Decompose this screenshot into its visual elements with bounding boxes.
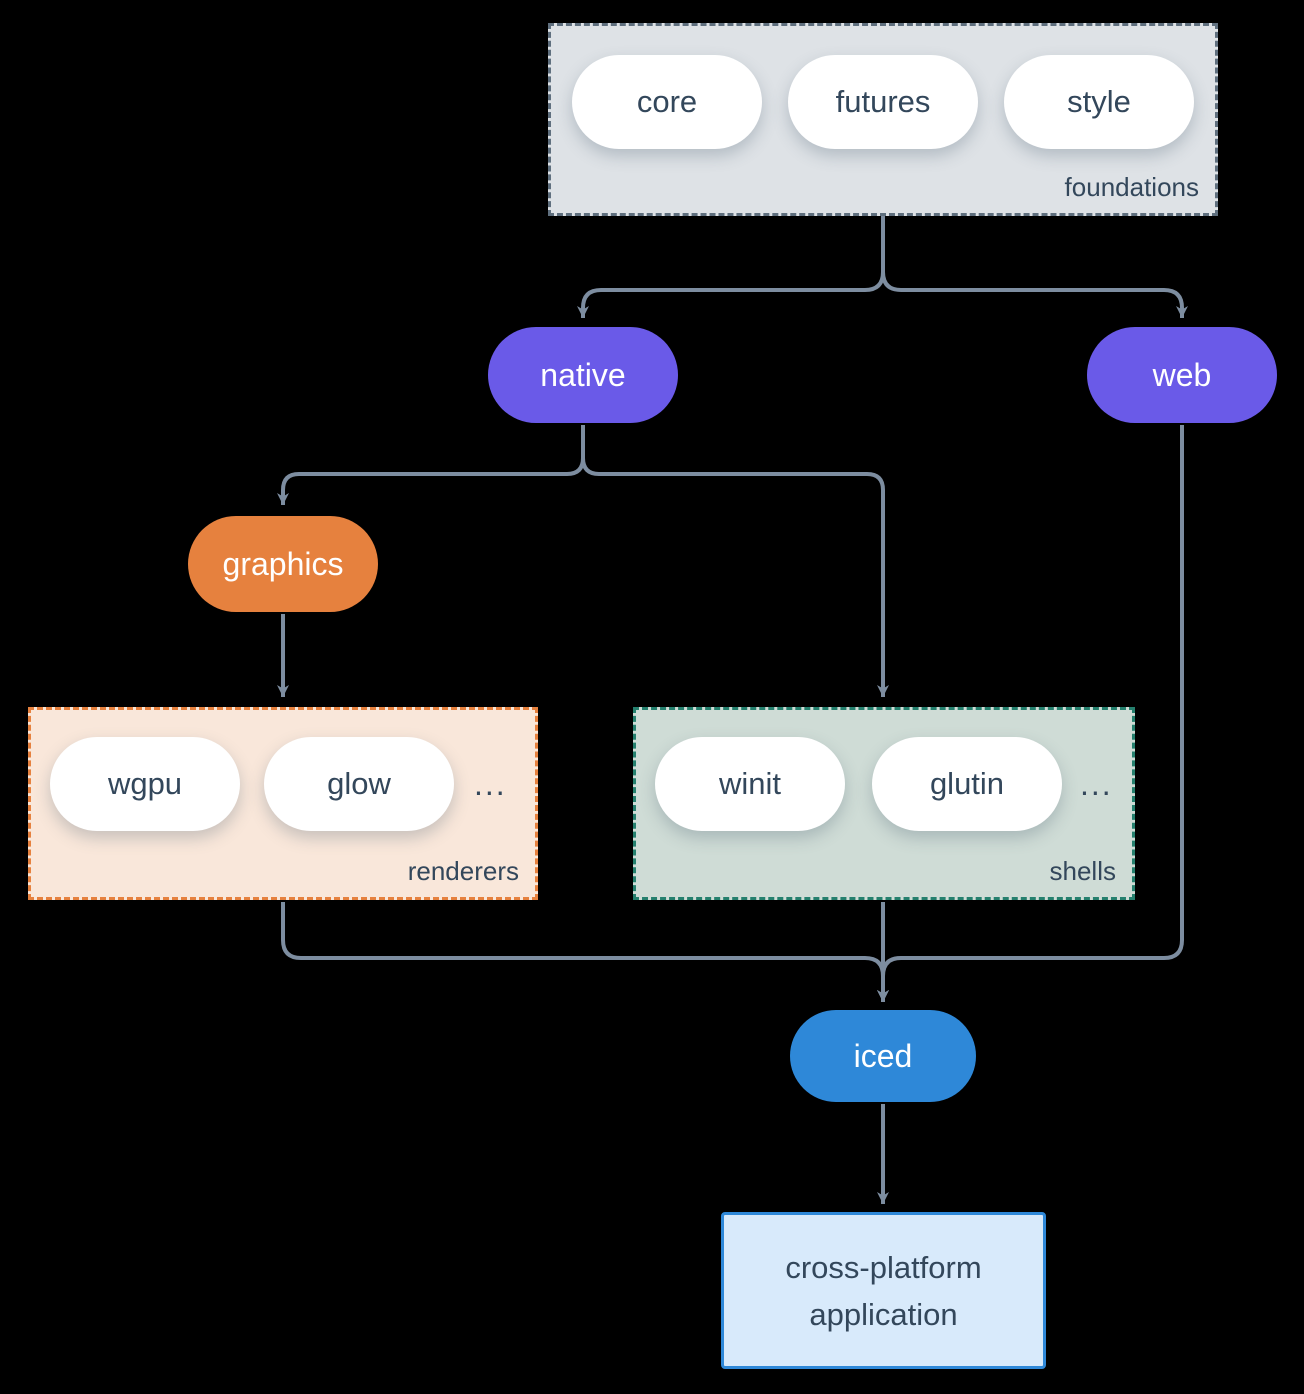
renderers-group: wgpu glow ... renderers (28, 707, 538, 900)
node-web: web (1087, 327, 1277, 423)
node-iced: iced (790, 1010, 976, 1102)
node-winit-label: winit (718, 766, 781, 801)
node-iced-label: iced (853, 1037, 913, 1074)
shells-group: winit glutin ... shells (633, 707, 1135, 900)
edge-native-graphics (277, 425, 585, 505)
renderers-group-label: renderers (407, 856, 519, 886)
edge-foundations-web (881, 216, 1188, 318)
application-label-line1: cross-platform (785, 1249, 982, 1285)
edge-foundations-native (577, 216, 885, 318)
node-futures: futures (788, 55, 978, 149)
application-label-line2: application (809, 1296, 958, 1332)
node-glutin-label: glutin (929, 766, 1005, 801)
node-native-label: native (540, 356, 626, 393)
node-style: style (1004, 55, 1194, 149)
foundations-group: core futures style foundations (548, 23, 1218, 216)
node-native: native (488, 327, 678, 423)
renderers-ellipsis: ... (474, 765, 507, 802)
shells-ellipsis: ... (1080, 765, 1113, 802)
node-core-label: core (636, 84, 698, 119)
node-glow-label: glow (327, 766, 391, 801)
node-wgpu: wgpu (50, 737, 240, 831)
node-winit: winit (655, 737, 845, 831)
node-core: core (572, 55, 762, 149)
node-application: cross-platform application (721, 1212, 1046, 1369)
node-graphics-label: graphics (222, 545, 344, 582)
edge-renderers-iced (281, 902, 889, 1002)
foundations-group-label: foundations (1064, 172, 1199, 202)
edge-native-shells (581, 425, 889, 697)
node-glow: glow (264, 737, 454, 831)
node-web-label: web (1152, 356, 1212, 393)
node-graphics: graphics (188, 516, 378, 612)
shells-group-label: shells (1049, 856, 1116, 886)
edge-web-iced (877, 425, 1184, 1002)
node-style-label: style (1067, 84, 1131, 119)
node-glutin: glutin (872, 737, 1062, 831)
node-wgpu-label: wgpu (107, 766, 183, 801)
node-futures-label: futures (835, 84, 931, 119)
